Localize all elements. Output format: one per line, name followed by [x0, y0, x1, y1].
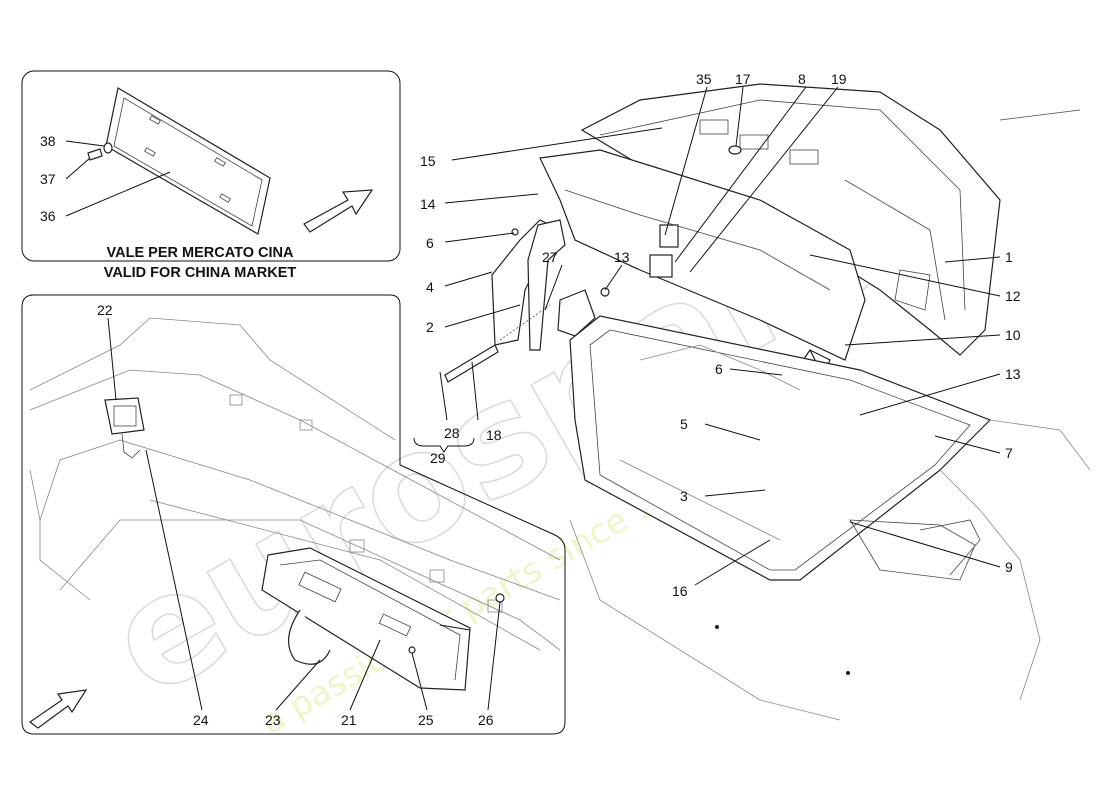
license-plate-frame: [105, 87, 271, 235]
callout-24: 24: [193, 712, 209, 728]
plate-screw: [87, 142, 113, 161]
callout-36: 36: [40, 208, 56, 224]
clip-26: [495, 593, 505, 603]
inset-bumper-frame: [21, 294, 566, 735]
bumper-shape: [29, 317, 561, 651]
callout-13-top: 13: [614, 249, 630, 265]
callout-6-left: 6: [426, 235, 434, 251]
callout-13-right: 13: [1005, 366, 1021, 382]
callout-19: 19: [831, 71, 847, 87]
trunk-lid: [539, 83, 1081, 361]
callout-21: 21: [341, 712, 357, 728]
callout-26: 26: [478, 712, 494, 728]
callout-9: 9: [1005, 559, 1013, 575]
callout-38: 38: [40, 133, 56, 149]
direction-arrow-icon: [28, 689, 88, 729]
callout-16: 16: [672, 583, 688, 599]
car-body: [569, 315, 1091, 721]
bumper-17: [728, 145, 742, 155]
callout-14: 14: [420, 196, 436, 212]
callout-25: 25: [418, 712, 434, 728]
wiring-harness: [288, 609, 331, 665]
callout-18: 18: [486, 427, 502, 443]
callout-2: 2: [426, 319, 434, 335]
callout-37: 37: [40, 171, 56, 187]
callout-5: 5: [680, 416, 688, 432]
callout-3: 3: [680, 488, 688, 504]
callout-23: 23: [265, 712, 281, 728]
callout-10: 10: [1005, 327, 1021, 343]
callout-22: 22: [97, 302, 113, 318]
screw-25: [408, 646, 416, 654]
latch-35: [659, 224, 679, 248]
china-note-line1: VALE PER MERCATO CINA: [107, 245, 294, 261]
china-note-line2: VALID FOR CHINA MARKET: [104, 265, 297, 281]
callout-15: 15: [420, 153, 436, 169]
main-callouts: 35 17 8 19 15 14 6 4 2 27 13 18 28 29 1 …: [413, 71, 1021, 599]
rear-camera: [104, 397, 145, 459]
sensor-bracket: [261, 547, 471, 691]
callout-6-right: 6: [715, 361, 723, 377]
callout-7: 7: [1005, 445, 1013, 461]
hinge-left: [444, 219, 610, 383]
inset-china-market: VALE PER MERCATO CINA VALID FOR CHINA MA…: [21, 70, 401, 281]
inset-bumper: 22 24 23 21 25 26: [21, 294, 566, 735]
callout-29: 29: [430, 450, 446, 466]
callout-4: 4: [426, 279, 434, 295]
inset-china-frame: [21, 70, 401, 262]
callout-1: 1: [1005, 249, 1013, 265]
switch-8: [649, 254, 673, 278]
callout-35: 35: [696, 71, 712, 87]
callout-8: 8: [798, 71, 806, 87]
gas-strut-18: [444, 344, 499, 383]
direction-arrow-icon: [303, 189, 374, 233]
callout-28: 28: [444, 425, 460, 441]
callout-27: 27: [542, 249, 558, 265]
callout-12: 12: [1005, 288, 1021, 304]
callout-17: 17: [735, 71, 751, 87]
